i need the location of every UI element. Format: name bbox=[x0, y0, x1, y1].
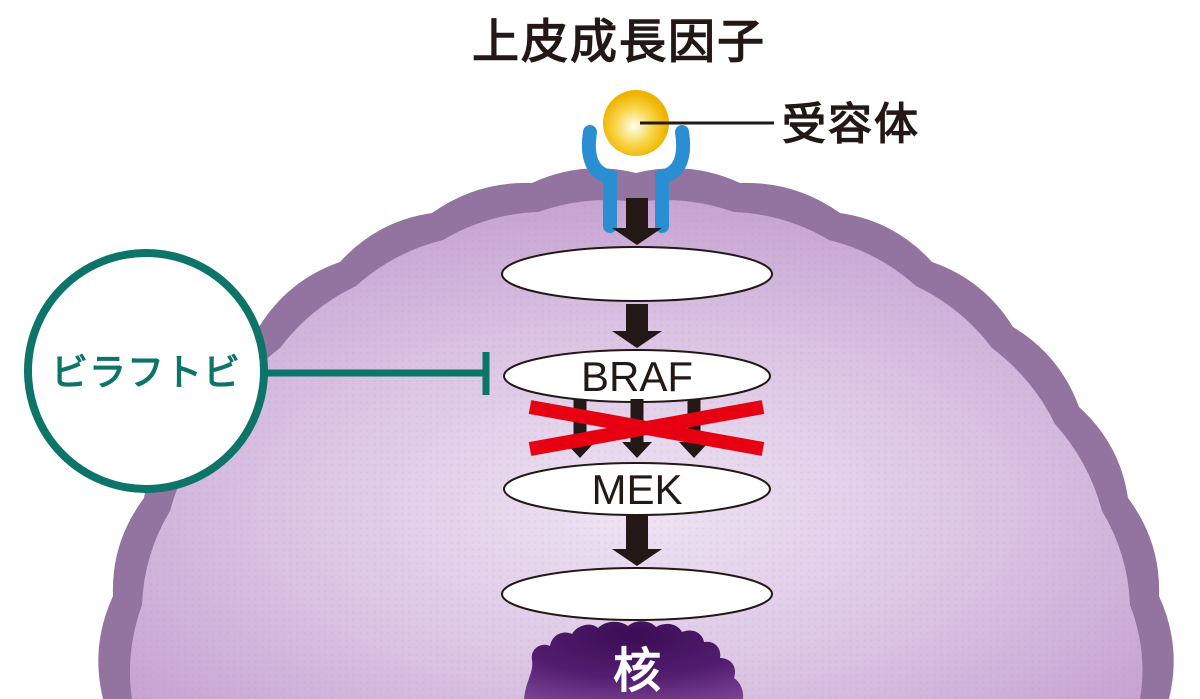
nucleus-label: 核 bbox=[613, 645, 661, 698]
drug-label: ビラフトビ bbox=[51, 352, 241, 393]
pathway-node-4 bbox=[501, 567, 773, 621]
braf-label: BRAF bbox=[581, 353, 693, 400]
receptor-icon bbox=[582, 125, 690, 233]
cross-stroke-2 bbox=[528, 400, 765, 456]
receptor-arm-left bbox=[582, 125, 617, 233]
mek-node bbox=[503, 462, 771, 516]
signal-arrows bbox=[612, 198, 662, 566]
pathway-node-1 bbox=[501, 246, 773, 302]
signal-arrow-2 bbox=[612, 304, 662, 348]
nucleus bbox=[524, 621, 744, 699]
signal-arrow-1 bbox=[612, 198, 662, 245]
receptor-label: 受容体 bbox=[782, 100, 920, 149]
egf-title: 上皮成長因子 bbox=[472, 15, 766, 68]
mek-label: MEK bbox=[591, 466, 682, 513]
signal-arrow-4 bbox=[612, 514, 662, 566]
drug-circle bbox=[24, 249, 268, 493]
receptor-arm-right bbox=[655, 125, 690, 233]
growth-factor-ligand bbox=[603, 90, 669, 156]
inhibition-cross bbox=[528, 400, 765, 456]
